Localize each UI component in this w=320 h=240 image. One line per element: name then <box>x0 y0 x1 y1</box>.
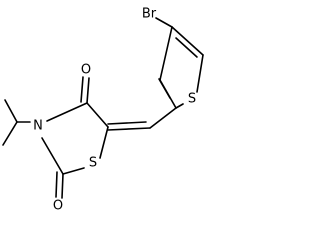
bond-c4-c5-inner <box>175 37 198 58</box>
bond-n-c2ring <box>41 137 64 175</box>
bond-c4ring-o-b <box>80 76 84 103</box>
bond-c4ring-n <box>46 102 88 122</box>
atom-oxygen-top: O <box>81 63 91 78</box>
bond-ch-c5-double-b <box>107 121 147 125</box>
atom-sulfur-thiazolidine: S <box>89 156 97 171</box>
bond-c4-br <box>155 17 173 28</box>
bond-ch-c5-double-a <box>107 127 151 131</box>
bond-c5-c4ring <box>86 102 109 128</box>
bond-c4ring-o-a <box>86 77 90 104</box>
bond-c2-c3-inner <box>158 78 171 99</box>
bond-c2ring-o-b <box>55 171 58 198</box>
atom-sulfur-thiophene: S <box>188 92 196 107</box>
bond-c4-c5 <box>171 26 204 56</box>
atom-nitrogen: N <box>33 119 43 134</box>
molecule-diagram: Br S S N O O <box>2 6 204 214</box>
bond-s-c2 <box>175 103 184 109</box>
structure-drawing: Br S S N O O <box>2 7 204 214</box>
bond-c3-c4 <box>159 26 173 81</box>
bond-ch-me1 <box>2 121 18 146</box>
bond-s-c5 <box>99 126 109 159</box>
bond-c2ring-s <box>62 167 85 175</box>
bond-ch-me2 <box>4 99 18 123</box>
bond-c2ring-o-a <box>61 173 64 199</box>
bond-c2-ch <box>149 107 177 129</box>
atom-oxygen-bottom: O <box>53 199 63 214</box>
atom-bromine: Br <box>142 7 157 22</box>
bond-c5-s <box>196 54 204 93</box>
